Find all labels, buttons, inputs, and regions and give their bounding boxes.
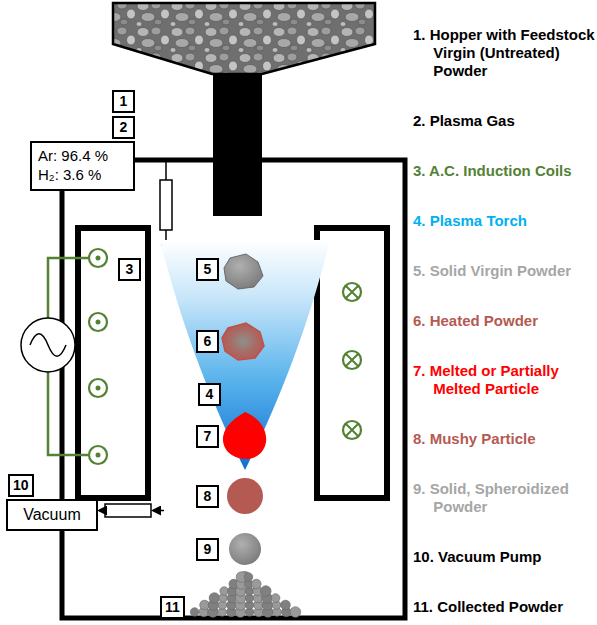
powder-grain [251,579,261,589]
legend-item: 3. A.C. Induction Coils [413,162,595,180]
coil-cross [346,286,358,298]
coil-turn-out [89,379,107,397]
callout-number: 3 [118,258,141,281]
callout-number: 8 [196,485,219,508]
vacuum-box: Vacuum [6,499,98,531]
legend-item: 2. Plasma Gas [413,112,595,130]
legend-item: 7. Melted or Partially Melted Particle [413,362,595,398]
powder-grain [290,607,301,618]
coil-turn-out [89,249,107,267]
coil-cross [346,424,358,436]
legend-item: 10. Vacuum Pump [413,548,595,566]
legend-item: 4. Plasma Torch [413,212,595,230]
coil-turn-out [89,313,107,331]
callout-number: 5 [196,258,219,281]
node-text: Ar: 96.4 % [38,147,127,166]
coil-dot [96,320,101,325]
callout-number: 11 [160,596,185,619]
spheroidized-particle [229,533,261,565]
coil-windings-in [343,283,361,439]
powder-grain [190,608,199,617]
mushy-particle [227,478,263,514]
coil-cross [346,354,358,366]
callout-number: 4 [198,383,221,406]
legend-list: 1. Hopper with Feedstock Virgin (Untreat… [413,26,595,616]
coil-turn-in [343,421,361,439]
virgin-powder-particle [224,254,263,289]
legend-item: 6. Heated Powder [413,312,595,330]
hopper [113,3,375,74]
exhaust-arrow [153,510,164,512]
coil-dot [96,453,101,458]
node-text: Vacuum [14,505,90,525]
callout-number: 10 [8,474,34,497]
legend-item: 9. Solid, Spheroidized Powder [413,480,595,516]
coil-housing-right [317,228,387,498]
legend-item: 1. Hopper with Feedstock Virgin (Untreat… [413,26,595,80]
feed-tube [213,74,262,216]
powder-grain [200,600,210,610]
vacuum-arrow [99,510,105,512]
heated-particle [222,323,264,360]
legend-item: 5. Solid Virgin Powder [413,262,595,280]
powder-grain [244,573,253,582]
coil-dot [96,386,101,391]
coil-turn-out [89,446,107,464]
callout-number: 6 [196,330,219,353]
coil-windings-out [89,249,107,464]
powder-grain [209,593,220,604]
callout-number: 1 [112,90,135,113]
ac-source [21,318,75,372]
coil-turn-in [343,283,361,301]
vacuum-port [105,504,151,517]
coil-turn-in [343,351,361,369]
chamber-wall [62,160,405,618]
legend-item: 8. Mushy Particle [413,430,595,448]
callout-number: 2 [112,116,135,139]
callout-number: 9 [196,538,219,561]
coil-housing-left [78,228,148,498]
node-text: H₂: 3.6 % [38,166,127,185]
collected-powder-pile [190,572,300,618]
gas-line [135,160,166,182]
coil-dot [96,256,101,261]
gas-composition-box: Ar: 96.4 %H₂: 3.6 % [30,141,135,191]
sine-symbol [30,334,66,357]
powder-grain [220,587,229,596]
gas-injector [160,180,172,230]
powder-grain [281,600,291,610]
melted-particle [223,412,266,459]
powder-grain [261,586,272,597]
callout-number: 7 [196,425,219,448]
legend-item: 11. Collected Powder [413,598,595,616]
powder-grain [271,594,280,603]
plasma-torch [160,240,330,470]
